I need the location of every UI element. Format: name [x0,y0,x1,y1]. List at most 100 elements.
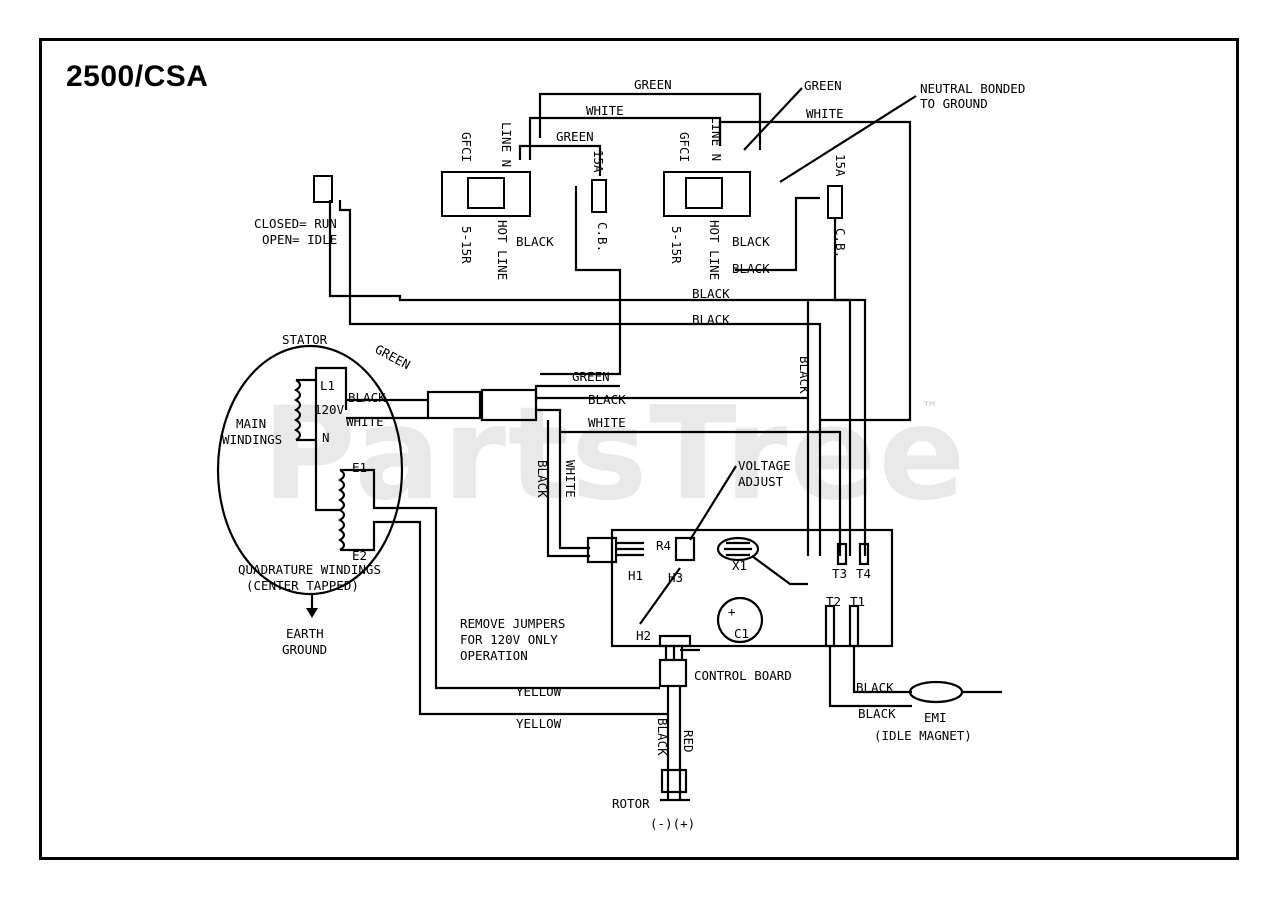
label-green-top: GREEN [634,77,672,92]
label-white-top2: WHITE [806,106,844,121]
label-quadrature-1: QUADRATURE WINDINGS [238,562,381,577]
label-remove-jumpers-1: REMOVE JUMPERS [460,616,565,631]
t4-terminal [858,542,870,566]
stator-plug-b [480,388,538,422]
label-open-idle: OPEN= IDLE [262,232,337,247]
label-120v: 120V [314,402,345,417]
label-idle-magnet: (IDLE MAGNET) [874,728,972,743]
label-white-vertical: WHITE [563,460,578,498]
label-quadrature-2: (CENTER TAPPED) [246,578,359,593]
gfci-face-1 [467,177,505,209]
wire-conn-black-white [536,396,842,556]
label-voltage-adjust-1: VOLTAGE [738,458,791,473]
label-5-15r-1: 5-15R [459,226,474,264]
label-gfci-1: GFCI [459,132,474,162]
wire-cb1-black [540,186,622,376]
label-hot-line-1: HOT LINE [495,220,510,280]
stator-outline [216,344,404,596]
cb-2 [827,185,843,219]
label-main-2: WINDINGS [222,432,282,447]
quadrature-coil [337,469,346,551]
label-green-mid: GREEN [556,129,594,144]
jumper-pointer [639,567,700,652]
x1-coil-lines [724,541,752,557]
label-neutral-1: NEUTRAL BONDED [920,81,1025,96]
label-stator: STATOR [282,332,328,347]
t3-terminal [836,542,848,566]
label-white-top: WHITE [586,103,624,118]
stator-plug-a [426,390,482,420]
label-h1: H1 [628,568,643,583]
h2-plug [658,658,688,688]
label-ground: GROUND [282,642,327,657]
label-x1: X1 [732,558,747,573]
wire-conn-green [534,384,620,402]
label-black-5: BLACK [692,312,730,327]
label-red: RED [681,730,696,753]
label-yellow-2: YELLOW [516,716,562,731]
label-black-2: BLACK [732,234,770,249]
label-rotor: ROTOR [612,796,650,811]
label-remove-jumpers-3: OPERATION [460,648,528,663]
label-e1: E1 [352,460,367,475]
wire-green-mid [518,144,602,176]
label-t4: T4 [856,566,871,581]
label-gfci-2: GFCI [677,132,692,162]
label-black-vertical-left: BLACK [535,460,550,498]
wires [216,87,1002,802]
label-c1-plus: + [728,604,736,619]
label-yellow-1: YELLOW [516,684,562,699]
label-line-n-2: LINE N [709,116,724,161]
label-h2: H2 [636,628,651,643]
label-emi: EMI [924,710,947,725]
t2-terminal [824,604,836,648]
label-t2: T2 [826,594,841,609]
label-15a-2: 15A [833,154,848,177]
label-closed-run: CLOSED= RUN [254,216,337,231]
diagram-border [39,38,1239,860]
outlets [313,171,843,219]
earth-ground-arrow [306,608,318,618]
label-voltage-adjust-2: ADJUST [738,474,784,489]
cb-1 [591,179,607,213]
label-green-top2: GREEN [804,78,842,93]
emi-coil [908,680,964,704]
label-h3: H3 [668,570,683,585]
label-t3: T3 [832,566,847,581]
gfci-face-2 [685,177,723,209]
voltage-adjust-pointer [689,465,737,541]
label-cb-1: C.B. [595,222,610,252]
diagram-title: 2500/CSA [66,60,209,93]
h2-pins [664,646,684,660]
label-black-emi-2: BLACK [858,706,896,721]
trademark-symbol: ™ [922,398,938,417]
main-winding-coil [293,379,302,441]
control-board-outline [610,528,894,648]
main-winding-leads [296,366,348,442]
rotor-leads [666,686,682,800]
wire-t1-t2-black [828,646,912,708]
label-neutral-2: TO GROUND [920,96,988,111]
label-e2: E2 [352,548,367,563]
wire-white-to-h1 [558,432,590,550]
wire-black-to-h1 [546,420,590,558]
green-pointer [743,87,803,151]
label-n: N [322,430,330,445]
label-r4: R4 [656,538,671,553]
label-hot-line-2: HOT LINE [707,220,722,280]
label-control-board: CONTROL BOARD [694,668,792,683]
label-15a-1: 15A [591,150,606,173]
r4-potentiometer [674,536,696,562]
neutral-pointer [779,95,917,183]
label-black-stator: BLACK [348,390,386,405]
wire-switch-black-1 [328,200,852,556]
label-5-15r-2: 5-15R [669,226,684,264]
label-green-stator: GREEN [373,341,413,372]
label-line-n-1: LINE N [499,122,514,167]
label-t1: T1 [850,594,865,609]
wire-x1-black [751,555,808,586]
wire-white-right [718,120,912,422]
label-cb-2: C.B. [833,228,848,258]
wire-cb2-down [833,218,867,556]
